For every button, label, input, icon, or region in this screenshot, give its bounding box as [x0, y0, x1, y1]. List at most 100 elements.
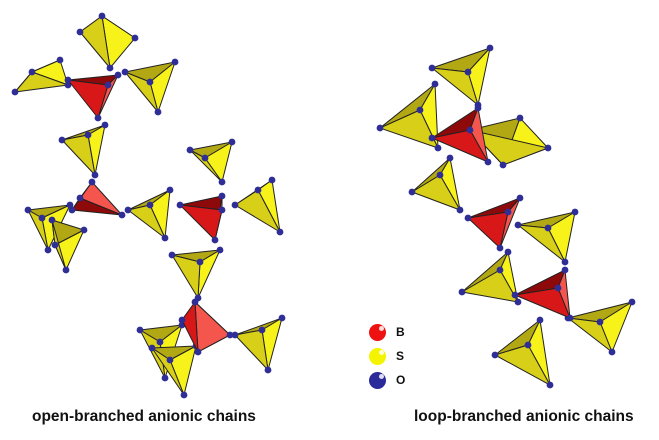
borate-tetrahedron-face [179, 204, 223, 241]
borate-tetrahedron-face [181, 301, 199, 353]
oxygen-atom [176, 201, 184, 209]
oxygen-atom [124, 206, 132, 214]
legend-label-s: S [396, 349, 405, 363]
oxygen-atom [436, 171, 444, 179]
sulfate-tetrahedron-face [27, 209, 49, 251]
sulfate-tetrahedron-face [379, 109, 439, 149]
oxygen-atom [491, 351, 499, 359]
sulfate-tetrahedron-face [469, 129, 549, 166]
oxygen-atom [166, 186, 174, 194]
oxygen-atom [536, 316, 544, 324]
oxygen-atom [64, 76, 72, 84]
oxygen-atom [24, 206, 32, 214]
oxygen-atom [428, 134, 436, 142]
sulfate-tetrahedron-face [567, 317, 613, 353]
oxygen-atom [76, 28, 84, 36]
oxygen-atom [561, 266, 569, 274]
oxygen-atom [544, 224, 552, 232]
sulfate-tetrahedron-face [61, 134, 96, 176]
sulfate-tetrahedron-face [234, 329, 269, 371]
borate-tetrahedron-face [194, 301, 231, 353]
oxygen-atom [264, 366, 272, 374]
borate-tetrahedron [178, 298, 234, 356]
oxygen-atom [48, 216, 56, 224]
sulfate-tetrahedron [186, 138, 236, 186]
oxygen-atom [80, 226, 88, 234]
oxygen-atom [446, 154, 454, 162]
oxygen-atom [94, 114, 102, 122]
oxygen-atom [474, 104, 482, 112]
oxygen-atom [218, 192, 226, 200]
oxygen-atom [516, 194, 524, 202]
oxygen-atom [104, 81, 112, 89]
sulfate-tetrahedron [428, 44, 494, 109]
sulfate-tetrahedron [514, 208, 579, 266]
sulfate-tetrahedron [58, 121, 109, 179]
oxygen-atom [464, 214, 472, 222]
oxygen-atom [28, 68, 36, 76]
oxygen-atom [148, 344, 156, 352]
oxygen-atom [136, 326, 144, 334]
borate-tetrahedron-face [431, 129, 489, 163]
oxygen-atom [156, 338, 164, 346]
oxygen-atom [146, 201, 154, 209]
oxygen-atom [484, 158, 492, 166]
sulfate-tetrahedron-face [189, 149, 223, 183]
sulfate-tetrahedron-face [234, 189, 281, 233]
oxygen-atom [51, 241, 59, 249]
oxygen-atom [62, 266, 70, 274]
oxygen-atom [168, 251, 176, 259]
oxygen-atom [161, 234, 169, 242]
sulfate-tetrahedron-face [461, 269, 519, 303]
oxygen-atom [376, 124, 384, 132]
oxygen-atom [566, 314, 574, 322]
oxygen-atom [11, 88, 19, 96]
borate-tetrahedron [464, 194, 524, 252]
sulfate-tetrahedron-face [151, 347, 185, 396]
oxygen-atom [258, 326, 266, 334]
sulfate-tetrahedron-face [79, 15, 111, 69]
oxygen-atom [496, 266, 504, 274]
borate-tetrahedron [176, 192, 226, 244]
legend-item-s: S [369, 346, 404, 366]
sulfate-tetrahedron-face [431, 67, 479, 106]
oxygen-atom [516, 114, 524, 122]
borate-tetrahedron [64, 71, 122, 122]
borate-tetrahedron [511, 266, 574, 322]
oxygen-atom [218, 178, 226, 186]
legend-label-o: O [396, 373, 406, 387]
oxygen-atom [91, 171, 99, 179]
caption-loop-branched: loop-branched anionic chains [414, 408, 634, 425]
borate-tetrahedron-face [467, 211, 509, 249]
oxygen-atom [88, 178, 96, 186]
borate-tetrahedron-face [514, 287, 571, 319]
legend-item-o: O [369, 370, 405, 390]
sulfate-tetrahedron [491, 316, 554, 389]
oxygen-atom [466, 126, 474, 134]
oxygen-atom [58, 136, 66, 144]
oxygen-atom [596, 318, 604, 326]
sulfate-tetrahedron [121, 58, 179, 116]
oxygen-atom [514, 298, 522, 306]
oxygen-atom [178, 316, 186, 324]
oxygen-atom [228, 138, 236, 146]
oxygen-atom [98, 12, 106, 20]
sulfate-tetrahedron-face [517, 224, 566, 263]
oxygen-atom [101, 121, 109, 129]
oxygen-atom [114, 71, 122, 79]
sulfate-tetrahedron [168, 246, 224, 302]
oxygen-atom [201, 154, 209, 162]
oxygen-atom [511, 291, 519, 299]
oxygen-atom [84, 131, 92, 139]
legend-label-b: B [396, 325, 405, 339]
oxygen-atom [544, 144, 552, 152]
oxygen-atom [278, 314, 286, 322]
oxygen-atom [276, 228, 284, 236]
oxygen-atom [431, 80, 439, 88]
oxygen-atom [561, 258, 569, 266]
oxygen-atom [456, 206, 464, 214]
oxygen-atom [524, 341, 532, 349]
oxygen-atom [196, 258, 204, 266]
oxygen-atom [608, 348, 616, 356]
oxygen-atom [254, 186, 262, 194]
